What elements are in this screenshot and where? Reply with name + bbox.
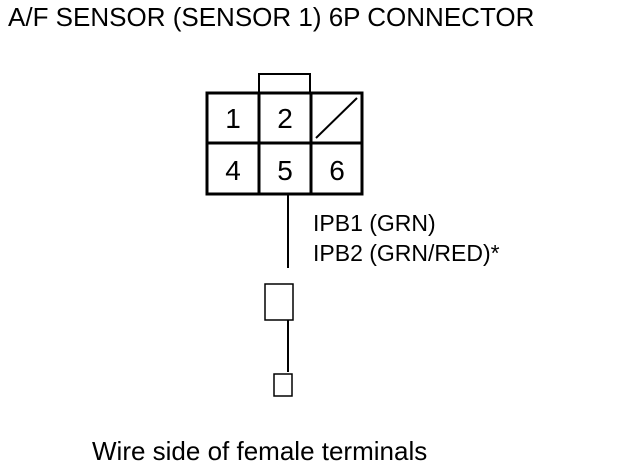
pin-6-label: 6 xyxy=(329,155,345,186)
wire-label-ipb1: IPB1 (GRN) xyxy=(313,210,436,236)
diagram-title: A/F SENSOR (SENSOR 1) 6P CONNECTOR xyxy=(8,2,535,32)
test-terminal-lower xyxy=(273,373,293,397)
connector-lock-tab xyxy=(258,73,311,94)
diagram-caption: Wire side of female terminals xyxy=(92,436,428,466)
pin-4-label: 4 xyxy=(225,155,241,186)
test-terminal-upper xyxy=(264,283,294,321)
empty-cavity-slash xyxy=(315,97,358,139)
pin-2-label: 2 xyxy=(277,103,293,134)
pin-5-label: 5 xyxy=(277,155,293,186)
pin-1-label: 1 xyxy=(225,103,241,134)
wire-label-ipb2: IPB2 (GRN/RED)* xyxy=(313,240,500,266)
